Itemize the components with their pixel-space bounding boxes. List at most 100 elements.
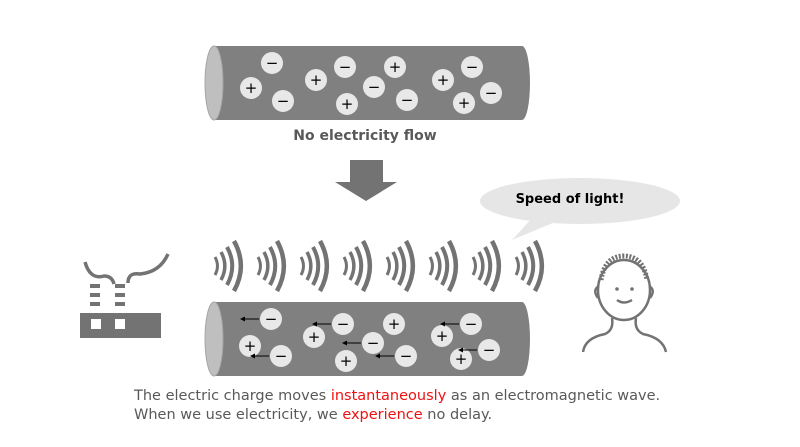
proton-particle — [383, 313, 405, 335]
wave-arc — [385, 256, 391, 276]
wave-arc — [471, 256, 477, 276]
proton-particle — [384, 56, 406, 78]
wave-arc — [489, 239, 502, 293]
wave-arc — [360, 239, 373, 293]
electron-particle — [362, 332, 384, 354]
top-wire-particles: −+−+−+−+−+−+− — [240, 52, 502, 115]
minus-sign: − — [367, 334, 380, 352]
electron-particle — [363, 76, 385, 98]
caption-text: When we use electricity, we — [134, 407, 343, 423]
minus-sign: − — [266, 54, 279, 72]
wave-arc — [397, 246, 407, 286]
wave-arc — [311, 246, 321, 286]
plus-sign: + — [310, 71, 323, 89]
caption-text: no delay. — [422, 407, 493, 423]
plus-sign: + — [244, 337, 257, 355]
highlight-instantaneously: instantaneously — [330, 388, 447, 404]
electron-particle — [478, 339, 500, 361]
proton-particle — [453, 92, 475, 114]
motion-arrow-head — [250, 353, 255, 359]
factory-icon — [80, 253, 170, 338]
caption-line-1: The electric charge moves instantaneousl… — [134, 387, 660, 406]
plus-sign: + — [388, 315, 401, 333]
minus-sign: − — [368, 78, 381, 96]
minus-sign: − — [485, 84, 498, 102]
wave-arc — [225, 246, 235, 286]
wave-icon — [213, 239, 244, 293]
speed-of-light-text: Speed of light! — [515, 192, 625, 207]
proton-particle — [335, 350, 357, 372]
speech-bubble — [480, 178, 680, 240]
proton-particle — [303, 326, 325, 348]
proton-particle — [432, 69, 454, 91]
wave-arc — [440, 246, 450, 286]
wave-arc — [532, 239, 545, 293]
proton-particle — [431, 325, 453, 347]
minus-sign: − — [277, 92, 290, 110]
plus-sign: + — [341, 95, 354, 113]
wave-arc — [317, 239, 330, 293]
down-arrow-icon — [335, 160, 397, 201]
minus-sign: − — [265, 310, 278, 328]
wave-arc — [268, 246, 278, 286]
motion-arrow-head — [312, 321, 317, 327]
caption: The electric charge moves instantaneousl… — [134, 387, 660, 425]
minus-sign: − — [337, 315, 350, 333]
electron-particle — [260, 308, 282, 330]
plus-sign: + — [389, 58, 402, 76]
proton-particle — [450, 348, 472, 370]
plus-sign: + — [308, 328, 321, 346]
person-icon — [581, 253, 668, 353]
motion-arrow-head — [458, 347, 463, 353]
no-flow-label: No electricity flow — [293, 128, 437, 144]
wave-icon — [342, 239, 373, 293]
wave-arc — [256, 256, 262, 276]
proton-particle — [240, 77, 262, 99]
electron-particle — [460, 313, 482, 335]
plus-sign: + — [455, 350, 468, 368]
wave-arc — [262, 251, 270, 281]
caption-text: as an electromagnetic wave. — [446, 388, 661, 404]
highlight-experience: experience — [342, 407, 423, 423]
wave-arc — [434, 251, 442, 281]
minus-sign: − — [465, 315, 478, 333]
electron-particle — [396, 89, 418, 111]
wave-arc — [354, 246, 364, 286]
wave-arc — [446, 239, 459, 293]
plus-sign: + — [436, 327, 449, 345]
bottom-wire-particles: −+−+−+−+−+−+− — [239, 308, 500, 372]
motion-arrow-head — [440, 321, 445, 327]
wave-arc — [391, 251, 399, 281]
wave-icon — [385, 239, 416, 293]
electromagnetic-waves — [213, 239, 545, 293]
wave-icon — [514, 239, 545, 293]
proton-particle — [305, 69, 327, 91]
electron-particle — [261, 52, 283, 74]
wave-arc — [483, 246, 493, 286]
wave-arc — [342, 256, 348, 276]
wave-icon — [299, 239, 330, 293]
wave-arc — [403, 239, 416, 293]
wave-arc — [520, 251, 528, 281]
wave-arc — [514, 256, 520, 276]
plus-sign: + — [458, 94, 471, 112]
minus-sign: − — [339, 58, 352, 76]
proton-particle — [336, 93, 358, 115]
minus-sign: − — [400, 347, 413, 365]
plus-sign: + — [245, 79, 258, 97]
minus-sign: − — [466, 58, 479, 76]
wave-arc — [213, 256, 219, 276]
caption-text: The electric charge moves — [134, 388, 331, 404]
wave-arc — [299, 256, 305, 276]
wave-icon — [256, 239, 287, 293]
minus-sign: − — [401, 91, 414, 109]
caption-line-2: When we use electricity, we experience n… — [134, 406, 660, 425]
motion-arrow-head — [240, 316, 245, 322]
minus-sign: − — [483, 341, 496, 359]
wave-arc — [219, 251, 227, 281]
electron-particle — [480, 82, 502, 104]
wave-arc — [526, 246, 536, 286]
electron-particle — [270, 345, 292, 367]
wave-arc — [305, 251, 313, 281]
